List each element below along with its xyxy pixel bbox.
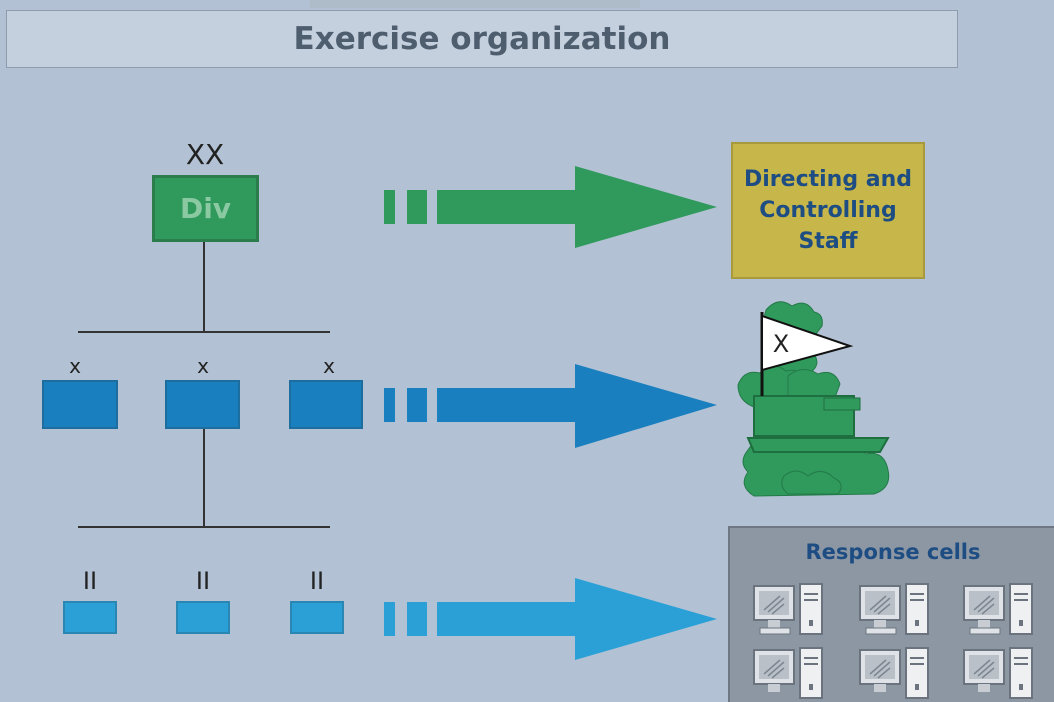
directing-staff-box: Directing and Controlling Staff <box>731 142 925 279</box>
response-cells-panel: Response cells <box>728 526 1054 702</box>
arrow-to-response-cells <box>384 578 717 660</box>
brigade-connector-vertical <box>203 429 205 528</box>
division-unit-box: Div <box>152 175 259 242</box>
top-edge-strip <box>310 0 640 8</box>
computer-workstation-icon <box>963 647 1033 699</box>
brigade-echelon-label: x <box>69 354 81 378</box>
division-echelon-label: XX <box>185 138 225 171</box>
arrow-to-field-exercise <box>384 364 717 448</box>
brigade-unit-box <box>42 380 118 429</box>
computer-workstation-icon <box>963 583 1033 635</box>
page-title: Exercise organization <box>6 10 958 68</box>
battalion-unit-box <box>290 601 344 634</box>
directing-staff-line-3: Staff <box>798 229 858 254</box>
battalion-echelon-label: II <box>195 567 211 595</box>
terrain-icon <box>737 301 890 497</box>
battalion-echelon-label: II <box>82 567 98 595</box>
division-unit-label: Div <box>179 192 232 225</box>
arrow-to-directing-staff <box>384 166 717 248</box>
response-cells-title: Response cells <box>805 540 981 564</box>
brigade-echelon-label: x <box>197 354 209 378</box>
directing-staff-line-2: Controlling <box>759 198 897 223</box>
field-flag-label: X <box>772 330 790 358</box>
flag-icon <box>761 314 854 372</box>
computer-workstation-icon <box>753 647 823 699</box>
brigade-unit-box <box>165 380 240 429</box>
battalion-echelon-label: II <box>309 567 325 595</box>
computer-workstation-icon <box>859 583 929 635</box>
battalion-connector-horizontal <box>78 526 330 528</box>
brigade-echelon-label: x <box>323 354 335 378</box>
brigade-connector-horizontal <box>78 331 330 333</box>
battalion-unit-box <box>176 601 230 634</box>
computer-workstation-icon <box>753 583 823 635</box>
computer-workstation-icon <box>859 647 929 699</box>
brigade-unit-box <box>289 380 363 429</box>
battalion-unit-box <box>63 601 117 634</box>
division-connector-vertical <box>203 242 205 332</box>
directing-staff-line-1: Directing and <box>744 167 912 192</box>
